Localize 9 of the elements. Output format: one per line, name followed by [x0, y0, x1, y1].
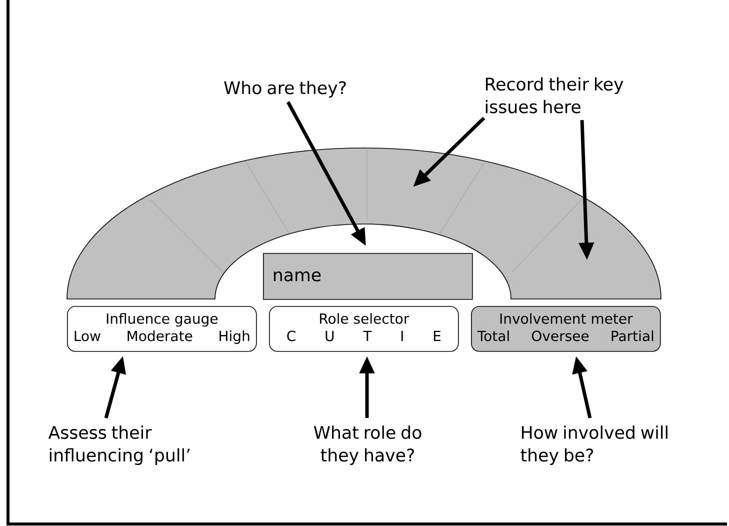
callout-text: Record their key issues here	[486, 77, 624, 114]
callout-text: Who are they?	[224, 80, 346, 98]
callout-text: What role do they have?	[314, 426, 422, 465]
name-field: name	[263, 253, 473, 300]
selector-panel: Involvement meter Total Oversee Partial	[471, 306, 661, 352]
callout-text: How involved will they be?	[520, 426, 668, 465]
selector-panel: Influence gauge Low Moderate High	[67, 306, 257, 352]
selector-panel: Role selector C U T I E	[269, 306, 459, 352]
callout-text: Assess their influencing ‘pull’	[48, 426, 190, 465]
